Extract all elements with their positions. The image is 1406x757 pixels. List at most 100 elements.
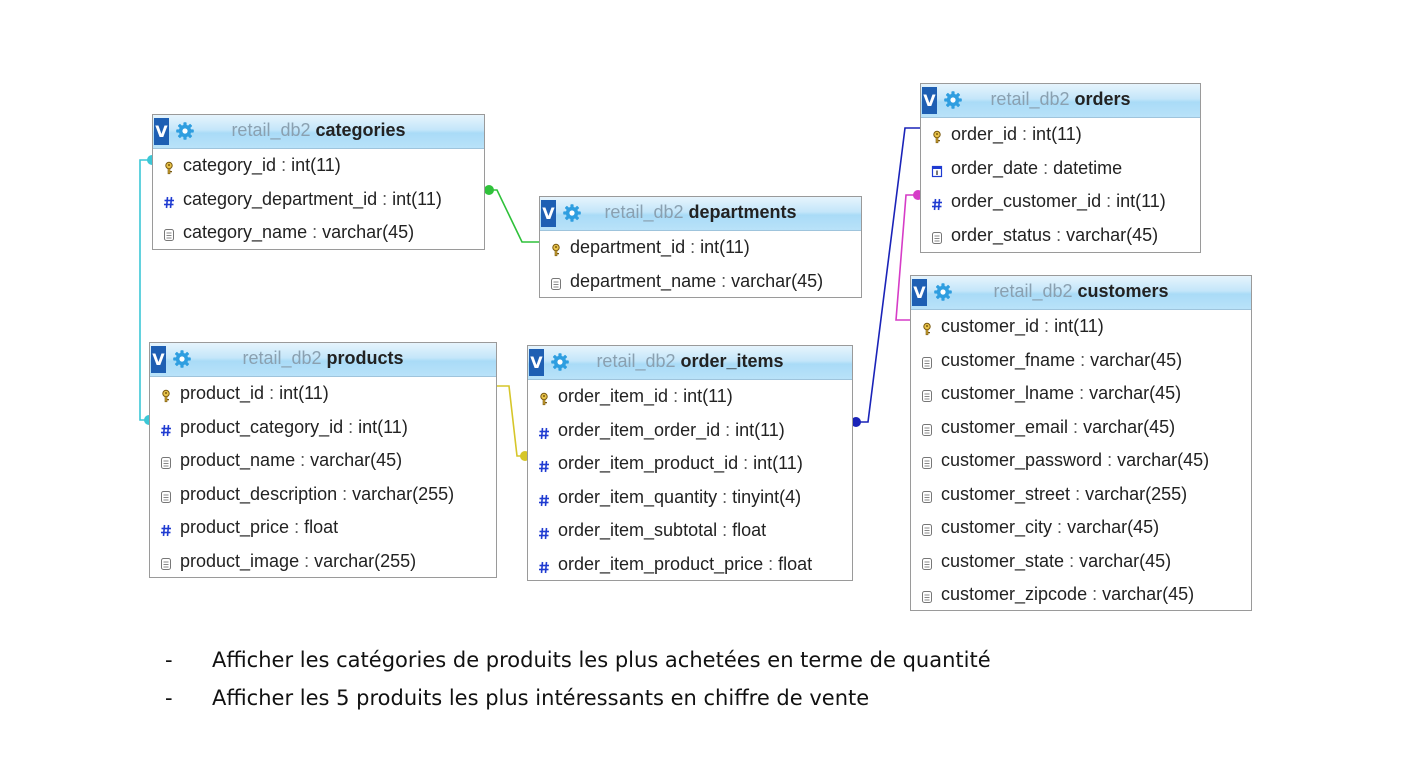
column-row[interactable]: order_item_id : int(11) [528, 380, 852, 414]
column-row[interactable]: product_description : varchar(255) [150, 478, 496, 512]
column-separator: : [289, 517, 305, 537]
column-row[interactable]: product_name : varchar(45) [150, 444, 496, 478]
column-row[interactable]: customer_street : varchar(255) [911, 478, 1251, 512]
column-row[interactable]: product_price : float [150, 511, 496, 545]
column-row[interactable]: order_item_quantity : tinyint(4) [528, 481, 852, 515]
column-type: float [304, 517, 339, 537]
column-separator: : [685, 237, 701, 257]
numeric-column-icon [160, 521, 172, 537]
toggle-button[interactable]: V [529, 349, 544, 376]
column-row[interactable]: customer_email : varchar(45) [911, 411, 1251, 445]
gear-icon[interactable] [933, 282, 953, 302]
column-row[interactable]: category_department_id : int(11) [153, 183, 484, 217]
column-separator: : [1070, 483, 1086, 504]
column-row[interactable]: order_status : varchar(45) [921, 219, 1200, 253]
toggle-button[interactable]: V [154, 118, 169, 145]
column-row[interactable]: category_name : varchar(45) [153, 216, 484, 250]
column-name: category_department_id [183, 188, 378, 209]
column-row[interactable]: order_item_product_price : float [528, 548, 852, 582]
column-name: product_name [180, 450, 296, 470]
column-separator: : [1087, 584, 1103, 604]
gear-icon[interactable] [562, 203, 582, 223]
primary-key-icon [921, 320, 933, 336]
numeric-column-icon [538, 424, 550, 439]
column-row[interactable]: order_item_order_id : int(11) [528, 414, 852, 448]
column-separator: : [1101, 191, 1117, 211]
column-type: varchar(255) [314, 550, 417, 571]
column-name: customer_zipcode [941, 584, 1088, 604]
toggle-button[interactable]: V [541, 200, 556, 227]
text-column-icon [550, 275, 562, 290]
column-definition: category_department_id : int(11) [183, 189, 442, 210]
column-row[interactable]: customer_zipcode : varchar(45) [911, 578, 1251, 612]
database-name: retail_db2 [242, 348, 322, 368]
column-row[interactable]: customer_city : varchar(45) [911, 511, 1251, 545]
gear-icon[interactable] [172, 349, 192, 369]
task-text: Afficher les catégories de produits les … [212, 648, 991, 672]
column-row[interactable]: category_id : int(11) [153, 149, 484, 183]
relation-categories-departments [484, 185, 539, 243]
toggle-button[interactable]: V [922, 87, 937, 114]
column-row[interactable]: order_id : int(11) [921, 118, 1200, 152]
column-row[interactable]: order_item_subtotal : float [528, 514, 852, 548]
column-row[interactable]: department_name : varchar(45) [540, 265, 861, 299]
primary-key-icon [538, 390, 550, 406]
column-row[interactable]: product_category_id : int(11) [150, 411, 496, 445]
column-definition: order_item_order_id : int(11) [558, 420, 785, 441]
column-row[interactable]: customer_state : varchar(45) [911, 545, 1251, 579]
numeric-column-icon [160, 421, 172, 436]
text-column-icon [160, 555, 172, 570]
column-name: customer_state [941, 550, 1065, 571]
column-definition: customer_state : varchar(45) [941, 551, 1171, 572]
gear-icon[interactable] [550, 352, 570, 372]
column-row[interactable]: customer_password : varchar(45) [911, 444, 1251, 478]
relation-line [497, 385, 527, 457]
column-row[interactable]: order_item_product_id : int(11) [528, 447, 852, 481]
column-type: int(11) [735, 419, 785, 440]
column-name: product_category_id [180, 416, 344, 437]
column-name: customer_fname [941, 349, 1076, 370]
toggle-button[interactable]: V [151, 346, 166, 373]
column-name: order_item_id [558, 386, 669, 406]
task-text: Afficher les 5 produits les plus intéres… [212, 686, 870, 710]
column-row[interactable]: customer_lname : varchar(45) [911, 377, 1251, 411]
relation-line [485, 189, 539, 243]
column-row[interactable]: product_image : varchar(255) [150, 545, 496, 579]
gear-icon[interactable] [943, 90, 963, 110]
column-separator: : [763, 553, 779, 574]
column-name: product_image [180, 550, 300, 571]
column-separator: : [377, 188, 393, 209]
column-name: product_price [180, 517, 290, 537]
toggle-button[interactable]: V [912, 279, 927, 306]
database-name: retail_db2 [990, 89, 1070, 109]
column-row[interactable]: department_id : int(11) [540, 231, 861, 265]
column-type: varchar(45) [1090, 349, 1183, 370]
column-row[interactable]: order_date : datetime [921, 152, 1200, 186]
column-separator: : [1017, 124, 1033, 144]
primary-key-icon [931, 128, 943, 144]
column-row[interactable]: order_customer_id : int(11) [921, 185, 1200, 219]
gear-icon[interactable] [175, 121, 195, 141]
column-separator: : [1052, 517, 1068, 537]
column-type: datetime [1053, 157, 1123, 178]
column-row[interactable]: product_id : int(11) [150, 377, 496, 411]
column-row[interactable]: customer_id : int(11) [911, 310, 1251, 344]
column-row[interactable]: customer_fname : varchar(45) [911, 344, 1251, 378]
numeric-column-icon [538, 457, 550, 473]
column-separator: : [1038, 157, 1054, 178]
text-column-icon [160, 488, 172, 503]
column-definition: customer_lname : varchar(45) [941, 383, 1181, 404]
column-type: int(11) [1116, 191, 1166, 211]
